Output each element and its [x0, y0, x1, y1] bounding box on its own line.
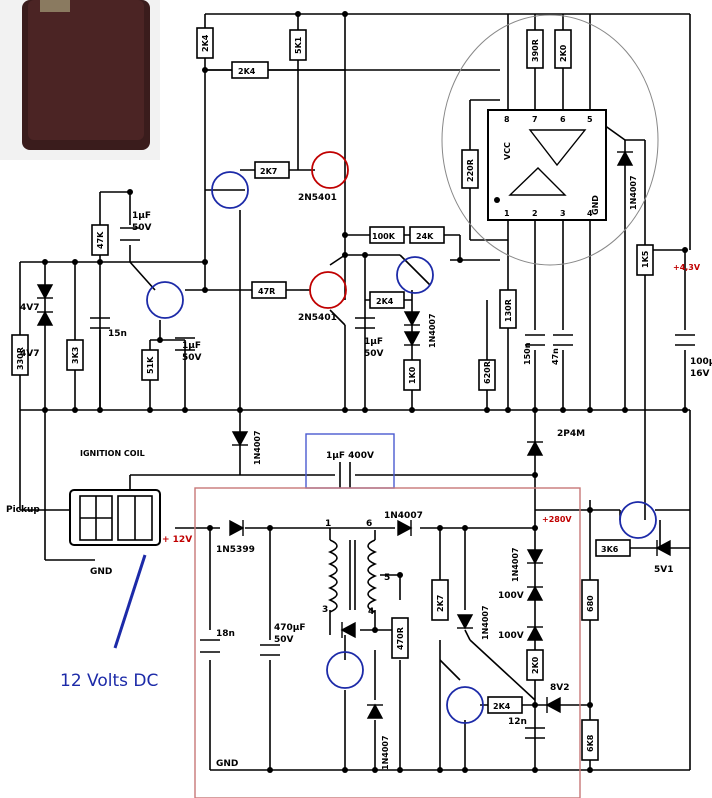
label-c-1uf-400v: 1µF 400V: [326, 451, 374, 461]
label-z-4v7-b: 4V7: [20, 349, 40, 359]
label-r-2k7-box: 2K7: [436, 595, 445, 612]
label-pin5: 5: [587, 115, 593, 124]
label-r-51k: 51K: [146, 356, 155, 374]
wires-lower: [175, 527, 690, 771]
pointer-line: [113, 554, 147, 649]
label-pin1: 1: [504, 209, 510, 218]
label-plus-280v: +280V: [542, 515, 572, 524]
label-r-2k4-h: 2K4: [238, 67, 256, 76]
label-pin8: 8: [504, 115, 510, 124]
label-z-4v7-a: 4V7: [20, 303, 40, 313]
ignition-coil-connector: [69, 489, 161, 546]
resistors-h: [231, 61, 631, 714]
junctions: [42, 11, 688, 773]
label-r-620r: 620R: [483, 361, 492, 384]
label-r-390r: 390R: [531, 39, 540, 62]
label-r-680-b: 6K8: [586, 734, 595, 752]
label-r-130r: 130R: [504, 299, 513, 322]
label-r-24k: 24K: [416, 232, 434, 241]
label-t-pin3: 3: [322, 605, 328, 615]
label-r-1k5: 1K5: [641, 250, 650, 268]
transformer: [327, 539, 378, 613]
label-d-1n4007-ic: 1N4007: [629, 175, 638, 210]
label-r-2k4-box: 2K4: [493, 702, 511, 711]
label-d-1n4007-mid: 1N4007: [428, 313, 437, 348]
label-plus-4-3v: +4,3V: [673, 263, 701, 272]
label-r-3k3: 3K3: [71, 347, 80, 364]
label-pin2: 2: [532, 209, 538, 218]
label-r-100k: 100K: [372, 232, 396, 241]
label-c-100u: 100µ: [690, 357, 712, 367]
label-pin4: 4: [587, 209, 593, 218]
label-d-1n4007-top-box: 1N4007: [384, 511, 423, 521]
label-r-680-a: 680: [586, 595, 595, 612]
label-q-2n5401-b: 2N5401: [298, 313, 337, 323]
module-photo: [0, 0, 160, 160]
label-r-3k6: 3K6: [601, 545, 619, 554]
label-r-220r: 220R: [466, 159, 475, 182]
label-t-pin6: 6: [366, 519, 372, 529]
label-r-47k: 47K: [96, 231, 105, 249]
label-d-1n4007-box-low: 1N4007: [381, 735, 390, 770]
high-voltage-section-box: [194, 487, 581, 798]
label-r-470r: 470R: [396, 627, 405, 650]
label-d-1n5399: 1N5399: [216, 545, 255, 555]
label-c-16v: 16V: [690, 369, 710, 379]
label-c-18n: 18n: [216, 629, 235, 639]
label-c-1uf-a: 1µF: [132, 211, 151, 221]
label-r-2k7: 2K7: [260, 167, 277, 176]
label-c-12n: 12n: [508, 717, 527, 727]
label-z-100v-b: 100V: [498, 631, 524, 641]
label-c-150n: 150n: [523, 342, 532, 365]
label-pickup: Pickup: [6, 505, 40, 515]
label-c-15n: 15n: [108, 329, 127, 339]
label-ic-vcc: VCC: [503, 142, 512, 160]
label-q-2n5401-a: 2N5401: [298, 193, 337, 203]
label-gnd-left: GND: [90, 567, 112, 577]
label-r-2k4-mid: 2K4: [376, 297, 394, 306]
label-r-2k0-box: 2K0: [531, 656, 540, 674]
label-ic-gnd: GND: [591, 195, 600, 215]
label-r-5k1: 5K1: [294, 36, 303, 54]
label-t-pin4: 4: [368, 607, 374, 617]
label-pin7: 7: [532, 115, 538, 124]
label-c-1uf-c: 1µF: [182, 341, 201, 351]
capacitors: [90, 227, 695, 739]
label-gnd-box: GND: [216, 759, 238, 769]
diodes: [36, 150, 671, 719]
ic-chip: [441, 14, 659, 266]
transistors: [146, 171, 657, 724]
label-r-2k0-top: 2K0: [559, 44, 568, 62]
label-ignition-coil: IGNITION COIL: [80, 449, 145, 458]
label-t-pin1: 1: [325, 519, 331, 529]
label-r-1k0-mid: 1K0: [408, 366, 417, 384]
resistors: [11, 27, 654, 761]
label-c-50v-b: 50V: [364, 349, 384, 359]
label-r-330r: 330R: [16, 347, 25, 370]
label-q-2p4m: 2P4M: [557, 429, 585, 439]
label-r-2k4-top: 2K4: [201, 34, 210, 52]
label-t-pin5: 5: [384, 573, 390, 583]
label-c-50v-c: 50V: [182, 353, 202, 363]
label-c-470uf: 470µF: [274, 623, 306, 633]
label-z-8v2: 8V2: [550, 683, 570, 693]
label-12-volts-dc: 12 Volts DC: [60, 671, 158, 691]
label-d-1n4007-box-right: 1N4007: [511, 547, 520, 582]
label-d-1n4007-lower: 1N4007: [253, 430, 262, 465]
label-d-1n4007-box-mid: 1N4007: [481, 605, 490, 640]
label-c-470uf-50v: 50V: [274, 635, 294, 645]
label-plus-12v: + 12V: [162, 535, 192, 545]
label-z-100v-a: 100V: [498, 591, 524, 601]
transistors-pnp: [309, 151, 349, 309]
label-c-1uf-b: 1µF: [364, 337, 383, 347]
label-pin3: 3: [560, 209, 566, 218]
label-pin6: 6: [560, 115, 566, 124]
component-labels: 2K4 2K4 5K1 2K7 2N5401 2N5401 1µF 50V 47…: [6, 34, 712, 770]
label-c-47n: 47n: [551, 348, 560, 365]
label-z-5v1: 5V1: [654, 565, 674, 575]
label-c-50v-a: 50V: [132, 223, 152, 233]
label-r-47r: 47R: [258, 287, 275, 296]
